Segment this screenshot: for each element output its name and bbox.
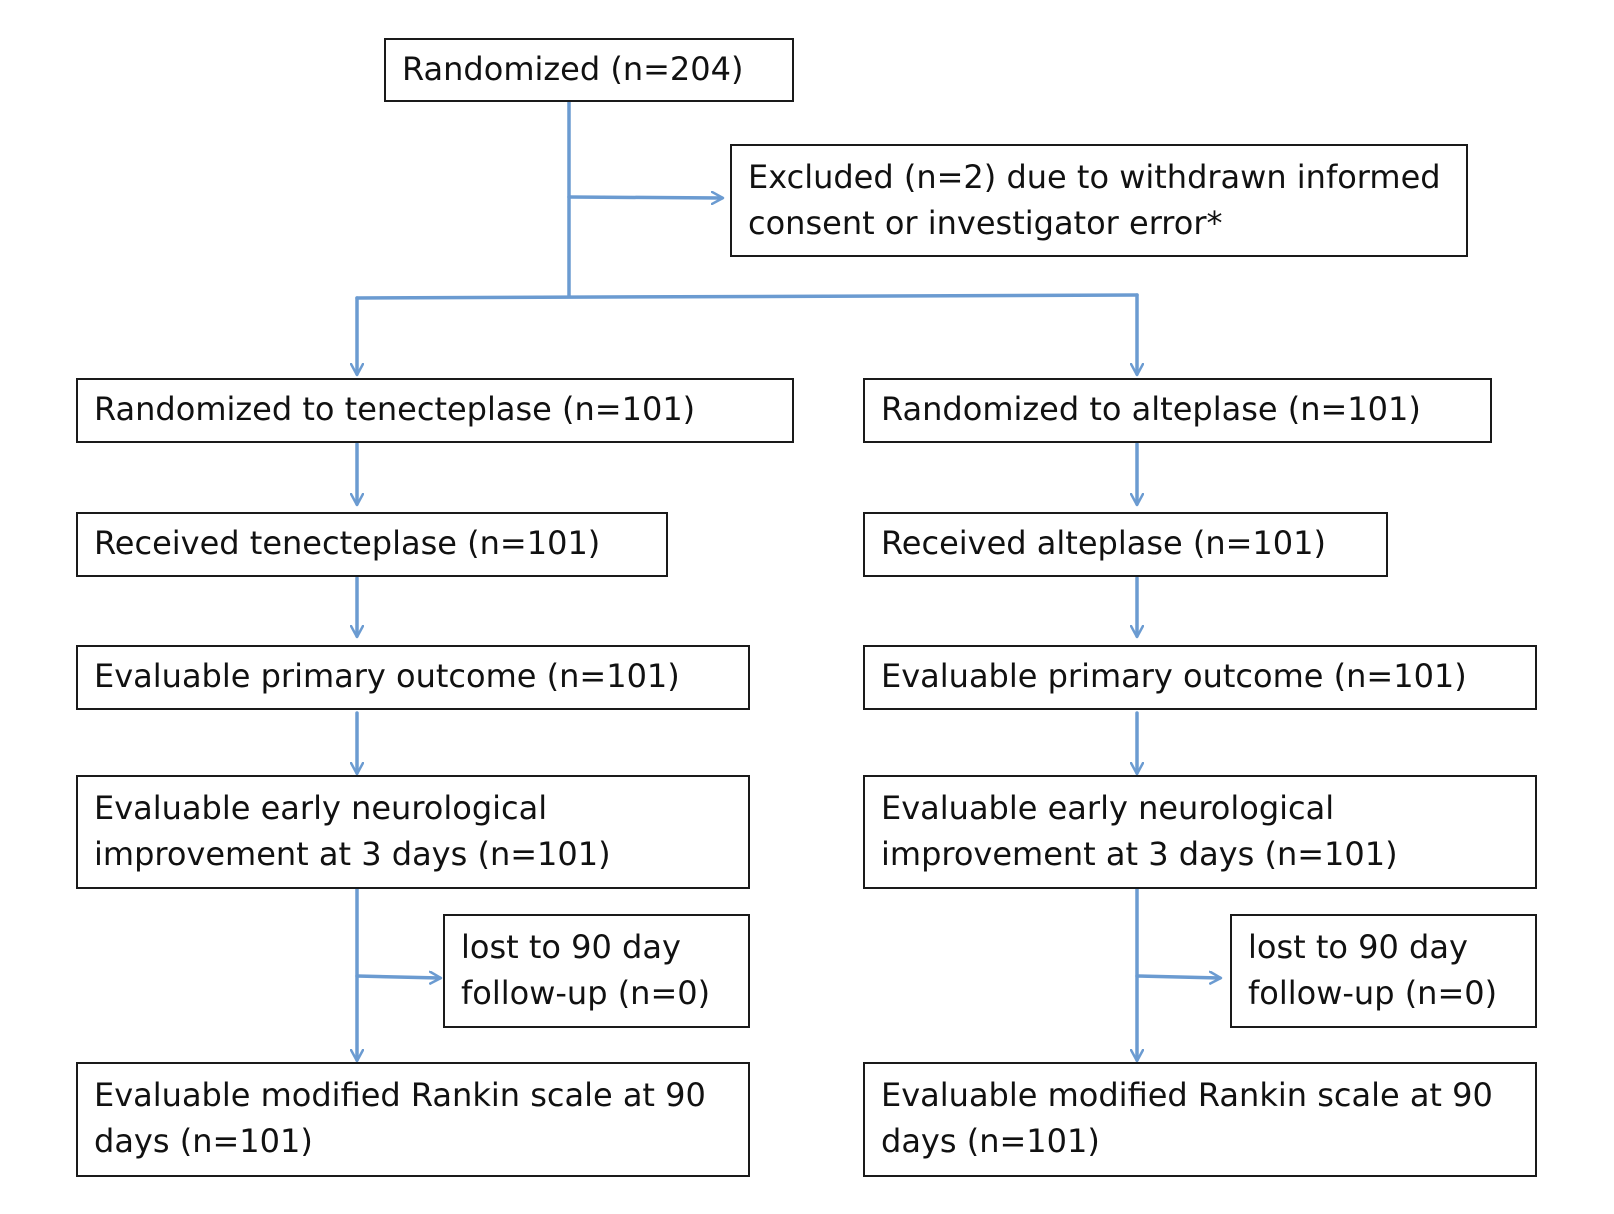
tnk-randomized-box: Randomized to tenecteplase (n=101) xyxy=(76,378,794,443)
tnk-early-improvement-box: Evaluable early neurological improvement… xyxy=(76,775,750,889)
tnk-lost-followup-box: lost to 90 day follow-up (n=0) xyxy=(443,914,750,1028)
alt-received-box: Received alteplase (n=101) xyxy=(863,512,1388,577)
tnk-primary-outcome-box: Evaluable primary outcome (n=101) xyxy=(76,645,750,710)
tnk-received-box: Received tenecteplase (n=101) xyxy=(76,512,668,577)
tnk-lost-arrow xyxy=(355,976,440,978)
excluded-arrow xyxy=(567,197,722,198)
alt-lost-followup-box: lost to 90 day follow-up (n=0) xyxy=(1230,914,1537,1028)
tnk-mrs-box: Evaluable modified Rankin scale at 90 da… xyxy=(76,1062,750,1177)
alt-lost-arrow xyxy=(1135,976,1220,978)
alt-randomized-box: Randomized to alteplase (n=101) xyxy=(863,378,1492,443)
alt-early-improvement-box: Evaluable early neurological improvement… xyxy=(863,775,1537,889)
excluded-box: Excluded (n=2) due to withdrawn informed… xyxy=(730,144,1468,257)
randomized-box: Randomized (n=204) xyxy=(384,38,794,102)
alt-mrs-box: Evaluable modified Rankin scale at 90 da… xyxy=(863,1062,1537,1177)
alt-primary-outcome-box: Evaluable primary outcome (n=101) xyxy=(863,645,1537,710)
split-line xyxy=(355,293,1139,300)
